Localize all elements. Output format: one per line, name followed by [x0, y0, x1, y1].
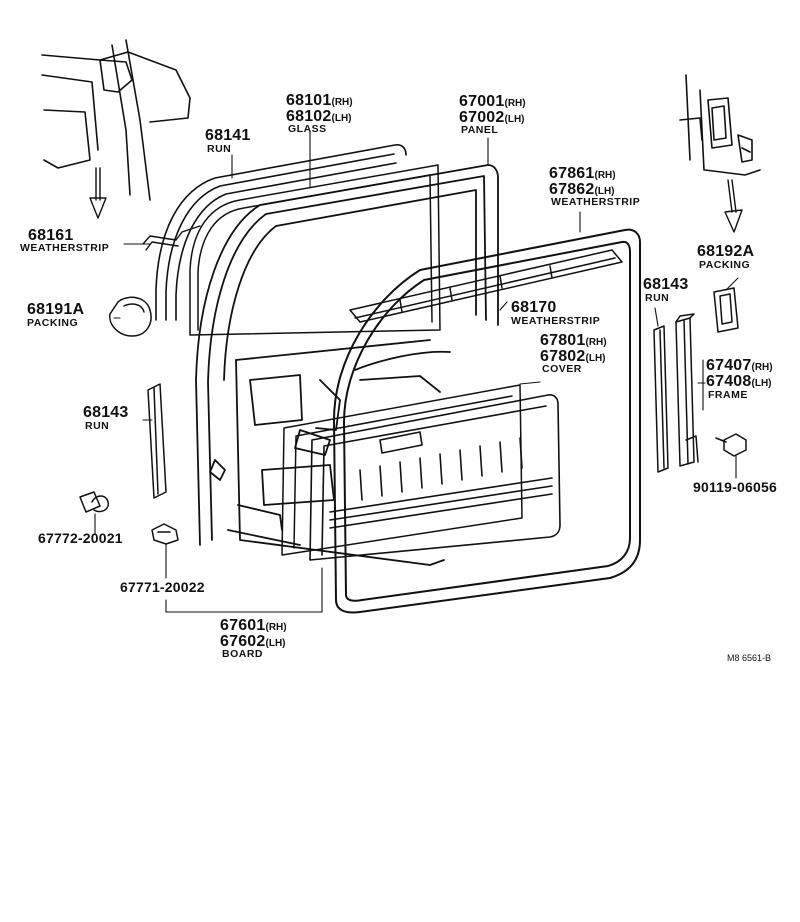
- frame-caption: FRAME: [708, 389, 748, 401]
- run-upper-caption: RUN: [207, 143, 232, 155]
- cover-rh-number: 67801: [540, 332, 586, 349]
- board-lh-number: 67602: [220, 633, 266, 650]
- clip-part: [151, 523, 179, 545]
- panel-lh-side: (LH): [504, 114, 525, 125]
- run-left-caption: RUN: [85, 420, 110, 432]
- panel-lh-number: 67002: [459, 109, 505, 126]
- arrow-down-right: [724, 179, 743, 233]
- belt-weatherstrip-number: 68170: [511, 299, 557, 316]
- panel-caption: PANEL: [461, 124, 499, 136]
- run-right-caption: RUN: [645, 292, 670, 304]
- glass-caption: GLASS: [288, 123, 327, 135]
- run-upper-number: 68141: [205, 127, 251, 144]
- door-weatherstrip-caption: WEATHERSTRIP: [551, 196, 641, 208]
- door-weatherstrip-lh-number: 67862: [549, 181, 595, 198]
- cab-right-inset: [679, 74, 761, 176]
- weatherstrip-left-caption: WEATHERSTRIP: [20, 242, 110, 254]
- belt-weatherstrip: [349, 249, 623, 323]
- frame-label: 67407(RH) 67408(LH): [706, 358, 773, 390]
- cab-left-inset: [41, 39, 191, 201]
- arrow-down-left: [89, 167, 107, 219]
- bolt-part: [715, 433, 747, 457]
- glass-lh-side: (LH): [331, 113, 352, 124]
- glass-label: 68101(RH) 68102(LH): [286, 93, 353, 125]
- glass-rh-number: 68101: [286, 92, 332, 109]
- packing-left-caption: PACKING: [27, 317, 79, 329]
- packing-right-number: 68192A: [697, 243, 755, 260]
- frame-rh-number: 67407: [706, 357, 752, 374]
- reference-code: M8 6561-B: [727, 653, 772, 663]
- cover-caption: COVER: [542, 363, 582, 375]
- glass-run-upper: [155, 144, 407, 321]
- bolt-number: 90119-06056: [693, 479, 777, 495]
- board-caption: BOARD: [222, 648, 263, 660]
- door-panel: [195, 164, 499, 566]
- cover-rh-side: (RH): [585, 337, 607, 348]
- glass-lh-number: 68102: [286, 108, 332, 125]
- frame-lh-number: 67408: [706, 373, 752, 390]
- weatherstrip-left-number: 68161: [28, 227, 74, 244]
- door-glass: [189, 164, 441, 336]
- panel-rh-side: (RH): [504, 98, 526, 109]
- panel-rh-number: 67001: [459, 93, 505, 110]
- door-weatherstrip-rh-side: (RH): [594, 170, 616, 181]
- board-label: 67601(RH) 67602(LH): [220, 618, 287, 650]
- packing-68191a-part: [109, 296, 152, 337]
- clip-number: 67771-20022: [120, 579, 205, 595]
- weatherstrip-68161-part: [142, 225, 201, 251]
- run-left-number: 68143: [83, 404, 129, 421]
- cover-lh-side: (LH): [585, 353, 606, 364]
- screw-part: [79, 491, 109, 513]
- door-weatherstrip-seal: [333, 228, 641, 614]
- leader-lines: [94, 131, 739, 613]
- frame-rh-side: (RH): [751, 362, 773, 373]
- door-weatherstrip-label: 67861(RH) 67862(LH): [549, 166, 616, 198]
- run-right-number: 68143: [643, 276, 689, 293]
- board-lh-side: (LH): [265, 638, 286, 649]
- cover-label: 67801(RH) 67802(LH): [540, 333, 607, 365]
- packing-right-caption: PACKING: [699, 259, 751, 271]
- packing-left-number: 68191A: [27, 301, 85, 318]
- panel-label: 67001(RH) 67002(LH): [459, 94, 526, 126]
- packing-68192a-part: [713, 287, 739, 333]
- door-weatherstrip-lh-side: (LH): [594, 186, 615, 197]
- cover-lh-number: 67802: [540, 348, 586, 365]
- glass-rh-side: (RH): [331, 97, 353, 108]
- screw-number: 67772-20021: [38, 530, 123, 546]
- frame-67407-part: [675, 313, 699, 467]
- frame-lh-side: (LH): [751, 378, 772, 389]
- board-rh-side: (RH): [265, 622, 287, 633]
- door-cover: [309, 394, 561, 561]
- door-board: [281, 384, 523, 556]
- run-68143-left-part: [147, 383, 167, 499]
- door-weatherstrip-rh-number: 67861: [549, 165, 595, 182]
- belt-weatherstrip-caption: WEATHERSTRIP: [511, 315, 601, 327]
- run-68143-right-part: [653, 325, 669, 473]
- board-rh-number: 67601: [220, 617, 266, 634]
